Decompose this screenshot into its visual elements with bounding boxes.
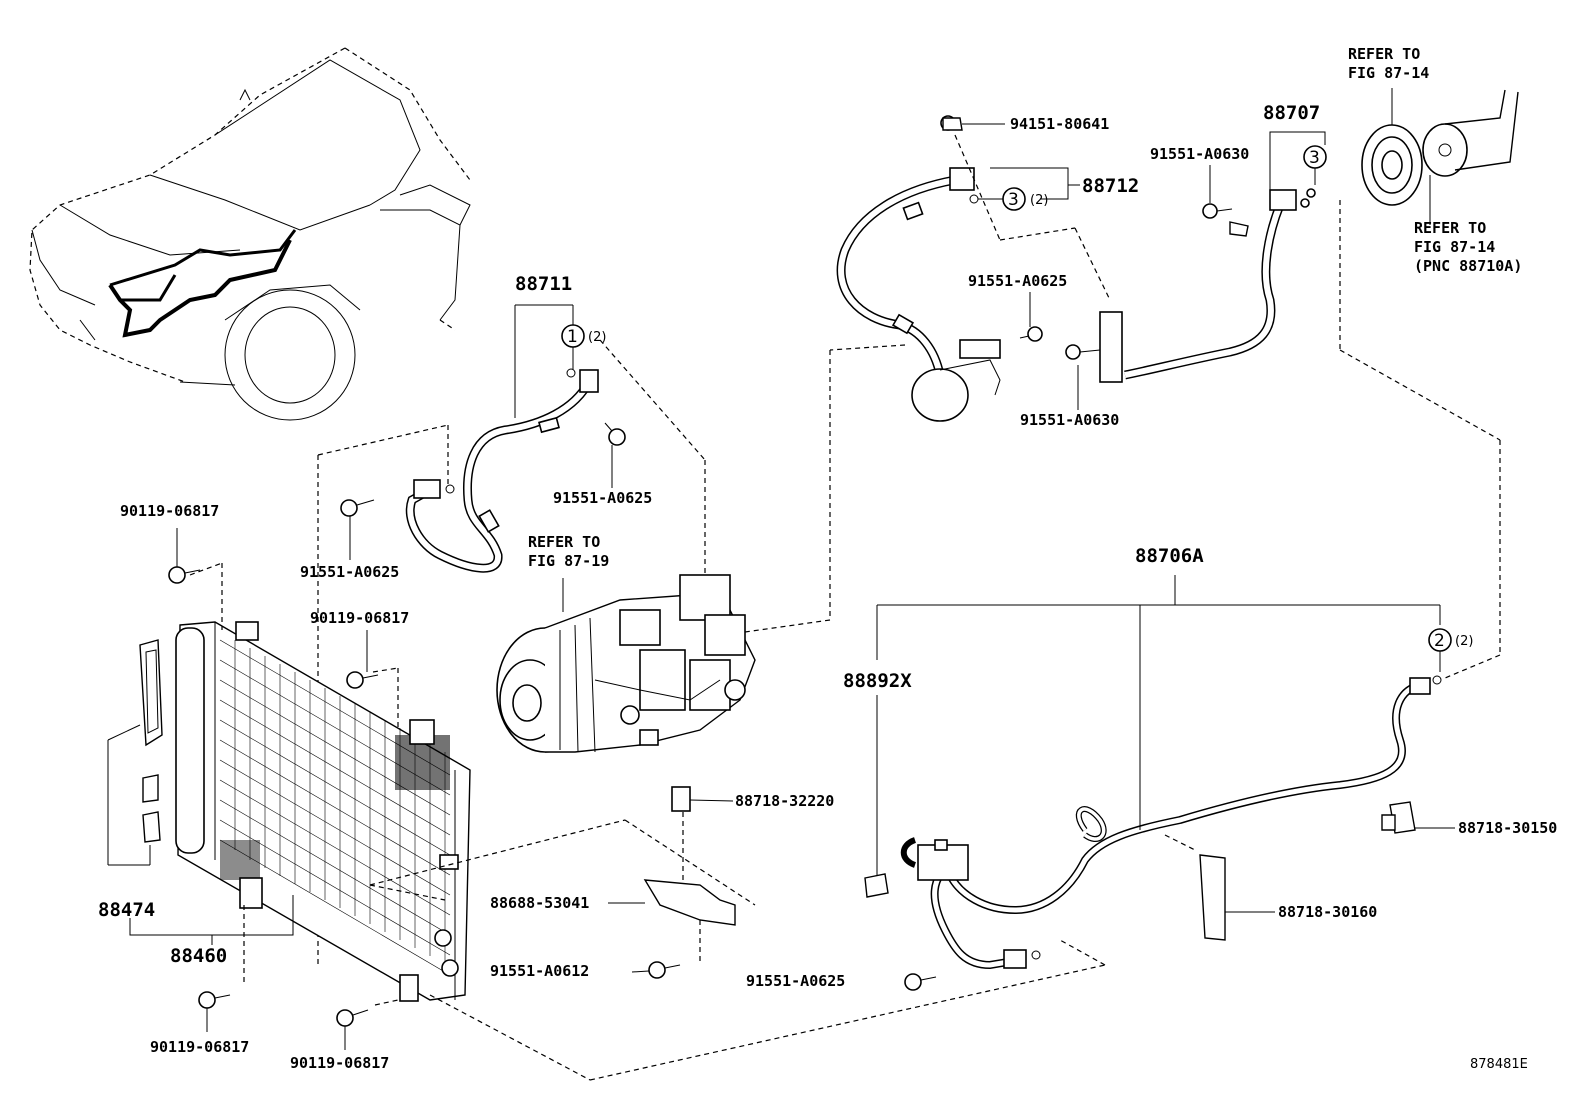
brackets-center <box>369 786 756 979</box>
refer-to-2: REFER TO <box>1414 219 1486 237</box>
callout-numbers: 1 (2) 3 3 (2) 2 (2) <box>567 148 1473 651</box>
callout-3-mid: 3 <box>1008 190 1019 210</box>
refer-to-3: REFER TO <box>528 533 600 551</box>
condenser-88460 <box>175 562 1106 1081</box>
hose-88711 <box>317 339 706 968</box>
label-88460: 88460 <box>170 945 227 967</box>
label-88718-32220: 88718-32220 <box>735 792 834 810</box>
label-88892x: 88892X <box>843 670 912 692</box>
label-88711: 88711 <box>515 273 572 295</box>
label-88712: 88712 <box>1082 175 1139 197</box>
pnc-88710a: (PNC 88710A) <box>1414 257 1522 275</box>
ac-compressor <box>496 574 756 753</box>
fig-87-19: FIG 87-19 <box>528 552 609 570</box>
fig-87-14-a: FIG 87-14 <box>1348 64 1429 82</box>
fig-87-14-b: FIG 87-14 <box>1414 238 1495 256</box>
diagram-id-code: 878481E <box>1470 1057 1528 1072</box>
label-91551-a0630-top: 91551-A0630 <box>1150 145 1249 163</box>
callout-2-qty: (2) <box>1455 634 1473 649</box>
callout-3-qty: (2) <box>1030 193 1048 208</box>
label-88706a: 88706A <box>1135 545 1204 567</box>
vehicle-outline <box>29 47 471 421</box>
label-91551-a0630-mid: 91551-A0630 <box>1020 411 1119 429</box>
refer-to-1: REFER TO <box>1348 45 1420 63</box>
label-88707: 88707 <box>1263 102 1320 124</box>
label-91551-a0625-left: 91551-A0625 <box>300 563 399 581</box>
suction-hose-88707 <box>1019 188 1316 383</box>
label-90119-06817-c: 90119-06817 <box>150 1038 249 1056</box>
label-91551-a0612: 91551-A0612 <box>490 962 589 980</box>
label-88688-53041: 88688-53041 <box>490 894 589 912</box>
label-94151-80641: 94151-80641 <box>1010 115 1109 133</box>
label-88718-30150: 88718-30150 <box>1458 819 1557 837</box>
bolts-condenser <box>168 528 379 1050</box>
callout-circles <box>561 145 1452 672</box>
label-90119-06817-a: 90119-06817 <box>120 502 219 520</box>
compressor-pulley-ref <box>1339 88 1519 679</box>
part-labels: 94151-80641 88712 88707 91551-A0630 9155… <box>98 102 1557 1072</box>
label-91551-a0625-mid: 91551-A0625 <box>968 272 1067 290</box>
label-88718-30160: 88718-30160 <box>1278 903 1377 921</box>
label-91551-a0625-bot: 91551-A0625 <box>746 972 845 990</box>
callout-3-top: 3 <box>1309 148 1320 168</box>
callout-2: 2 <box>1434 631 1445 651</box>
label-90119-06817-d: 90119-06817 <box>290 1054 389 1072</box>
label-91551-a0625-hose: 91551-A0625 <box>553 489 652 507</box>
callout-1: 1 <box>567 327 578 347</box>
seal-88474 <box>107 639 163 866</box>
label-90119-06817-b: 90119-06817 <box>310 609 409 627</box>
reference-notes: REFER TO FIG 87-14 REFER TO FIG 87-14 (P… <box>528 45 1522 570</box>
discharge-hose-88712 <box>744 115 1111 633</box>
leader-lines <box>129 123 1326 945</box>
callout-1-qty: (2) <box>588 330 606 345</box>
liquid-pipe-88706a <box>864 575 1455 991</box>
label-88474: 88474 <box>98 899 155 921</box>
